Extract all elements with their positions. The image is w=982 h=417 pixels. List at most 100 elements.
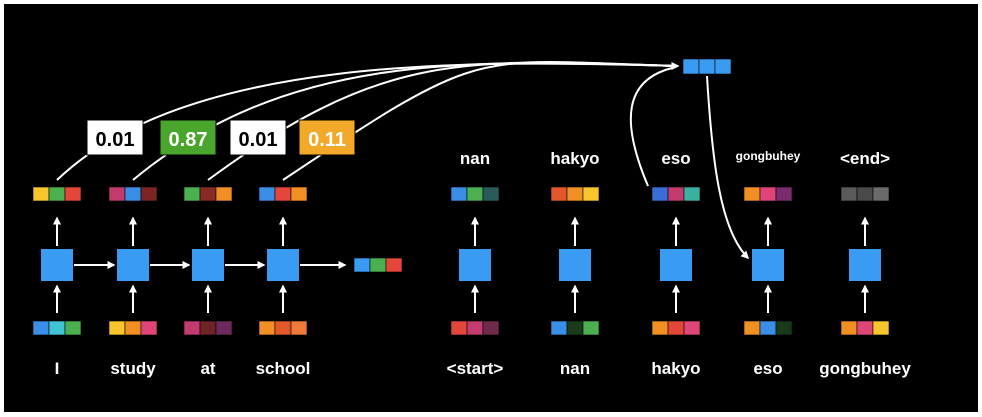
decoder-input-vector-cell — [582, 320, 600, 336]
decoder-output-word: gongbuhey — [736, 149, 801, 163]
decoder-output-vector-cell — [840, 186, 858, 202]
decoder-input-vector-cell — [840, 320, 858, 336]
decoder-output-vector-cell — [667, 186, 685, 202]
encoder-input-vector-cell — [140, 320, 158, 336]
encoder-hidden-vector-cell — [199, 186, 217, 202]
encoder-input-vector-cell — [274, 320, 292, 336]
decoder-input-word: gongbuhey — [819, 359, 911, 378]
encoder-rnn-cell — [267, 249, 299, 281]
encoder-input-vector — [258, 320, 308, 336]
decoder-rnn-cell — [660, 249, 692, 281]
decoder-output-vector-cell — [566, 186, 584, 202]
decoder-output-vector-cell — [775, 186, 793, 202]
decoder-output-word: hakyo — [550, 149, 599, 168]
decoder-input-word: nan — [560, 359, 590, 378]
decoder-output-word: <end> — [840, 149, 890, 168]
encoder-input-vector-cell — [199, 320, 217, 336]
decoder-output-vector-cell — [683, 186, 701, 202]
decoder-output-vector-cell — [759, 186, 777, 202]
attention-weight-value: 0.01 — [96, 129, 135, 151]
attention-weight-box: 0.11 — [298, 119, 356, 156]
decoder-output-word: nan — [460, 149, 490, 168]
decoder-rnn-cell — [849, 249, 881, 281]
attention-weight-bg — [298, 119, 356, 156]
encoder-rnn-cell — [192, 249, 224, 281]
encoder-word: study — [110, 359, 156, 378]
encoder-input-vector-cell — [108, 320, 126, 336]
decoder-input-vector-cell — [683, 320, 701, 336]
decoder-output-vector — [550, 186, 600, 202]
decoder-input-vector-cell — [775, 320, 793, 336]
decoder-output-vector-cell — [743, 186, 761, 202]
decoder-input-vector-cell — [651, 320, 669, 336]
encoder-hidden-vector-cell — [48, 186, 66, 202]
encoder-hidden-vector-cell — [290, 186, 308, 202]
attention-context-vector-cell — [682, 58, 700, 75]
decoder-input-vector-cell — [743, 320, 761, 336]
decoder-output-vector-cell — [450, 186, 468, 202]
decoder-rnn-cell — [559, 249, 591, 281]
encoder-input-vector — [32, 320, 82, 336]
encoder-word: at — [200, 359, 215, 378]
encoder-input-vector — [108, 320, 158, 336]
decoder-input-vector-cell — [482, 320, 500, 336]
decoder-input-word: eso — [753, 359, 782, 378]
encoder-input-vector-cell — [48, 320, 66, 336]
decoder-output-vector-cell — [856, 186, 874, 202]
encoder-hidden-vector-cell — [215, 186, 233, 202]
decoder-output-word: eso — [661, 149, 690, 168]
decoder-output-vector-cell — [582, 186, 600, 202]
encoder-hidden-vector-cell — [274, 186, 292, 202]
encoder-hidden-vector — [183, 186, 233, 202]
encoder-context-vector-cell — [369, 257, 387, 273]
decoder-output-vector — [840, 186, 890, 202]
decoder-input-vector — [450, 320, 500, 336]
encoder-input-vector-cell — [258, 320, 276, 336]
encoder-context-vector-cell — [353, 257, 371, 273]
encoder-hidden-vector-cell — [64, 186, 82, 202]
attention-weight-value: 0.01 — [239, 129, 278, 151]
diagram-background — [4, 4, 978, 412]
decoder-input-vector — [651, 320, 701, 336]
attention-weight-value: 0.87 — [169, 129, 208, 151]
decoder-input-word: <start> — [447, 359, 504, 378]
encoder-context-vector-cell — [385, 257, 403, 273]
decoder-input-word: hakyo — [651, 359, 700, 378]
encoder-context-vector — [353, 257, 403, 273]
encoder-word: school — [256, 359, 311, 378]
attention-context-vector — [682, 58, 732, 75]
decoder-input-vector-cell — [466, 320, 484, 336]
encoder-hidden-vector-cell — [124, 186, 142, 202]
encoder-rnn-cell — [41, 249, 73, 281]
decoder-rnn-cell — [459, 249, 491, 281]
encoder-input-vector-cell — [64, 320, 82, 336]
attention-context-vector-cell — [698, 58, 716, 75]
decoder-rnn-cell — [752, 249, 784, 281]
encoder-word: I — [55, 359, 60, 378]
attention-weight-bg — [159, 119, 217, 156]
attention-weight-bg — [229, 119, 287, 156]
encoder-hidden-vector — [108, 186, 158, 202]
encoder-input-vector-cell — [290, 320, 308, 336]
encoder-input-vector — [183, 320, 233, 336]
decoder-input-vector-cell — [856, 320, 874, 336]
encoder-hidden-vector — [32, 186, 82, 202]
decoder-input-vector — [550, 320, 600, 336]
attention-context-vector-cell — [714, 58, 732, 75]
decoder-input-vector — [743, 320, 793, 336]
decoder-input-vector-cell — [566, 320, 584, 336]
encoder-input-vector-cell — [124, 320, 142, 336]
encoder-input-vector-cell — [183, 320, 201, 336]
decoder-output-vector-cell — [651, 186, 669, 202]
encoder-hidden-vector-cell — [140, 186, 158, 202]
decoder-input-vector-cell — [450, 320, 468, 336]
encoder-hidden-vector-cell — [32, 186, 50, 202]
decoder-output-vector-cell — [550, 186, 568, 202]
decoder-query-curve — [629, 67, 673, 187]
decoder-output-vector-cell — [872, 186, 890, 202]
attention-weight-value: 0.11 — [308, 129, 346, 151]
decoder-output-vector — [743, 186, 793, 202]
attention-weight-box: 0.01 — [229, 119, 287, 156]
encoder-hidden-vector — [258, 186, 308, 202]
